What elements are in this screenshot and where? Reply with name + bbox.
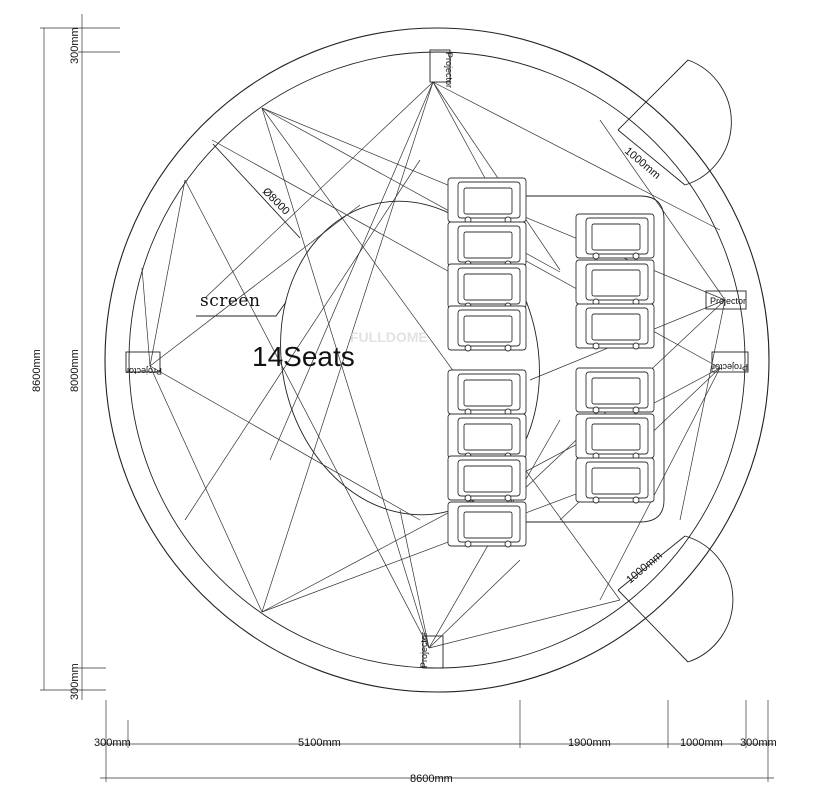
svg-text:300mm: 300mm xyxy=(69,27,81,64)
seat xyxy=(447,413,527,460)
svg-text:1000mm: 1000mm xyxy=(624,550,664,587)
svg-text:Projector: Projector xyxy=(712,362,748,372)
seat xyxy=(447,177,527,224)
svg-text:300mm: 300mm xyxy=(740,737,777,749)
svg-text:8600mm: 8600mm xyxy=(410,773,453,785)
seat xyxy=(575,457,655,504)
screen-bracket xyxy=(196,301,287,317)
seat-platform xyxy=(505,195,665,523)
seat-count-label: 14Seats xyxy=(252,341,355,372)
seat-column-left xyxy=(447,177,527,548)
seat xyxy=(447,501,527,548)
svg-text:8600mm: 8600mm xyxy=(31,349,43,392)
svg-text:8000mm: 8000mm xyxy=(69,349,81,392)
inner-dome-circle xyxy=(128,51,746,669)
door-top-right: 1000mm xyxy=(617,59,732,186)
svg-text:1900mm: 1900mm xyxy=(568,737,611,749)
svg-text:Projector: Projector xyxy=(126,366,162,376)
svg-text:5100mm: 5100mm xyxy=(298,737,341,749)
svg-text:Projector: Projector xyxy=(710,296,746,306)
seat xyxy=(447,221,527,268)
svg-text:300mm: 300mm xyxy=(69,663,81,700)
central-ellipse xyxy=(280,200,540,516)
seat xyxy=(447,369,527,416)
projector-right-upper: Projector xyxy=(705,290,747,310)
screen-label: screen xyxy=(200,291,260,311)
seat xyxy=(575,259,655,306)
seat xyxy=(447,305,527,352)
svg-text:1000mm: 1000mm xyxy=(680,737,723,749)
svg-text:Projector: Projector xyxy=(419,632,429,668)
diameter-label: Ø8000 xyxy=(260,186,292,218)
projector-right-lower: Projector xyxy=(711,351,749,373)
watermark: FULLDOME xyxy=(350,329,428,345)
svg-text:Projector: Projector xyxy=(444,52,454,88)
svg-text:300mm: 300mm xyxy=(94,737,131,749)
diameter-leader xyxy=(212,143,301,239)
seat-column-right xyxy=(575,213,655,504)
projector-bottom: Projector xyxy=(419,632,444,669)
projector-top: Projector xyxy=(429,49,454,88)
seat xyxy=(575,213,655,260)
seat xyxy=(575,413,655,460)
seat xyxy=(575,303,655,350)
seat xyxy=(447,455,527,502)
projector-left: Projector xyxy=(125,351,162,376)
vertical-dimensions: 300mm 8600mm 8000mm 300mm xyxy=(31,14,120,700)
seat xyxy=(447,263,527,310)
horizontal-dimensions: 300mm 5100mm 1900mm 1000mm 300mm 8600mm xyxy=(94,700,777,785)
seat xyxy=(575,367,655,414)
svg-text:1000mm: 1000mm xyxy=(622,145,662,182)
outer-dome-circle xyxy=(104,27,770,693)
